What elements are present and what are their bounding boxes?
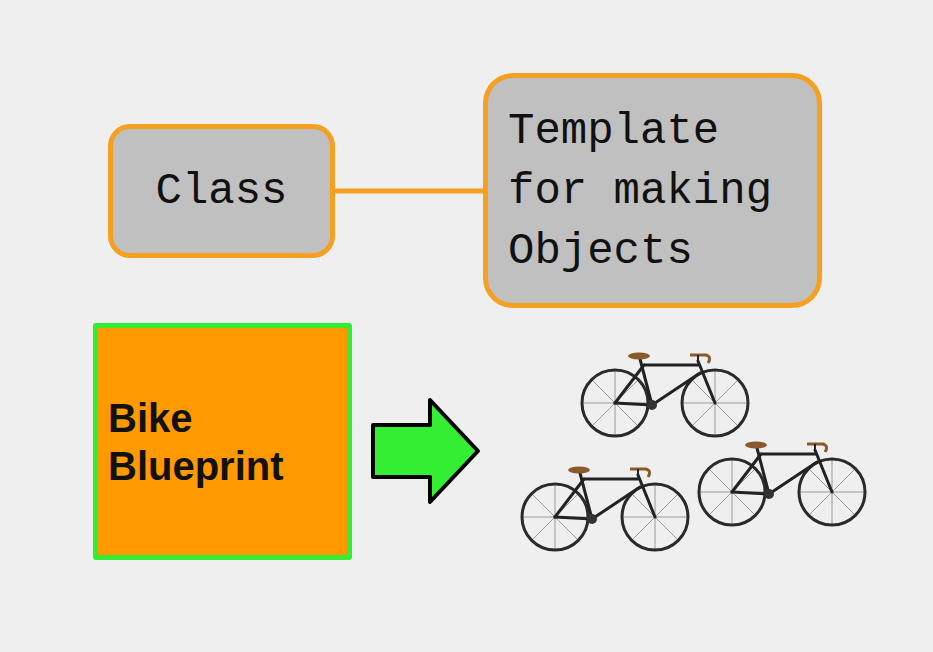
bike-picture <box>582 353 748 437</box>
bike-picture <box>522 467 688 551</box>
bike-picture <box>699 442 865 526</box>
class-box: Class <box>108 124 335 258</box>
node-label: Template for making Objects <box>508 101 788 281</box>
text-group: Template for making Objects <box>508 101 788 281</box>
blueprint-box: Bike Blueprint <box>93 323 352 560</box>
node-label: Class <box>155 161 287 221</box>
text-group: Bike Blueprint <box>108 394 284 490</box>
green-arrow <box>373 400 478 502</box>
node-label: Bike Blueprint <box>108 394 284 490</box>
text-group: Class <box>155 161 287 221</box>
definition-box: Template for making Objects <box>483 73 822 308</box>
connector-line <box>333 189 485 194</box>
